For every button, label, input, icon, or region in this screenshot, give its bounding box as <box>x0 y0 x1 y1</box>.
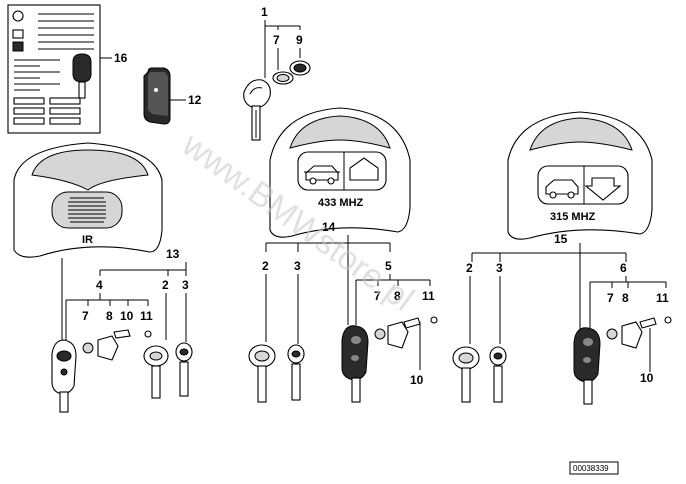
callout-13: 13 <box>166 247 180 261</box>
callout-9: 9 <box>296 33 303 47</box>
callout-16: 16 <box>114 51 128 65</box>
callout-8c: 8 <box>394 289 401 303</box>
mhz433-remote-panel: 433 MHZ <box>269 107 411 238</box>
callout-2b: 2 <box>262 259 269 273</box>
panel-label-315: 315 MHZ <box>550 211 596 223</box>
callout-2c: 2 <box>466 261 473 275</box>
house-arrow-icon <box>349 157 379 181</box>
callout-11d: 11 <box>656 291 669 305</box>
key-fob-icon <box>143 67 171 125</box>
callout-11c: 11 <box>422 289 435 303</box>
panel-label-433: 433 MHZ <box>318 197 364 209</box>
key-icon <box>243 60 311 141</box>
key-icon <box>452 316 672 405</box>
car-lock-icon <box>304 165 340 185</box>
callout-6: 6 <box>620 261 627 275</box>
callout-14: 14 <box>322 220 336 234</box>
callout-2a: 2 <box>162 278 169 292</box>
callout-11b: 11 <box>140 309 153 323</box>
callout-8b: 8 <box>106 309 113 323</box>
callout-10c: 10 <box>410 373 424 387</box>
key-icon <box>51 329 193 413</box>
callout-10d: 10 <box>640 371 654 385</box>
callout-1: 1 <box>261 5 268 19</box>
callout-7a: 7 <box>273 33 280 47</box>
manual-card-icon <box>7 4 101 134</box>
callout-10b: 10 <box>120 309 134 323</box>
callout-15: 15 <box>554 232 568 246</box>
callout-7d: 7 <box>607 291 614 305</box>
mhz315-remote-panel: 315 MHZ <box>507 111 653 240</box>
callout-3b: 3 <box>294 259 301 273</box>
reference-code: 00038339 <box>573 464 609 473</box>
panel-label-ir: IR <box>82 234 93 246</box>
callout-4a: 4 <box>96 278 103 292</box>
reference-code-box <box>569 461 619 475</box>
key-icon <box>248 316 438 403</box>
callout-8d: 8 <box>622 291 629 305</box>
callout-7c: 7 <box>374 289 381 303</box>
callout-3c: 3 <box>496 261 503 275</box>
callout-3a: 3 <box>182 278 189 292</box>
callout-5: 5 <box>385 259 392 273</box>
ir-remote-panel: IR <box>13 142 163 258</box>
callout-12: 12 <box>188 93 202 107</box>
callout-7b: 7 <box>82 309 89 323</box>
